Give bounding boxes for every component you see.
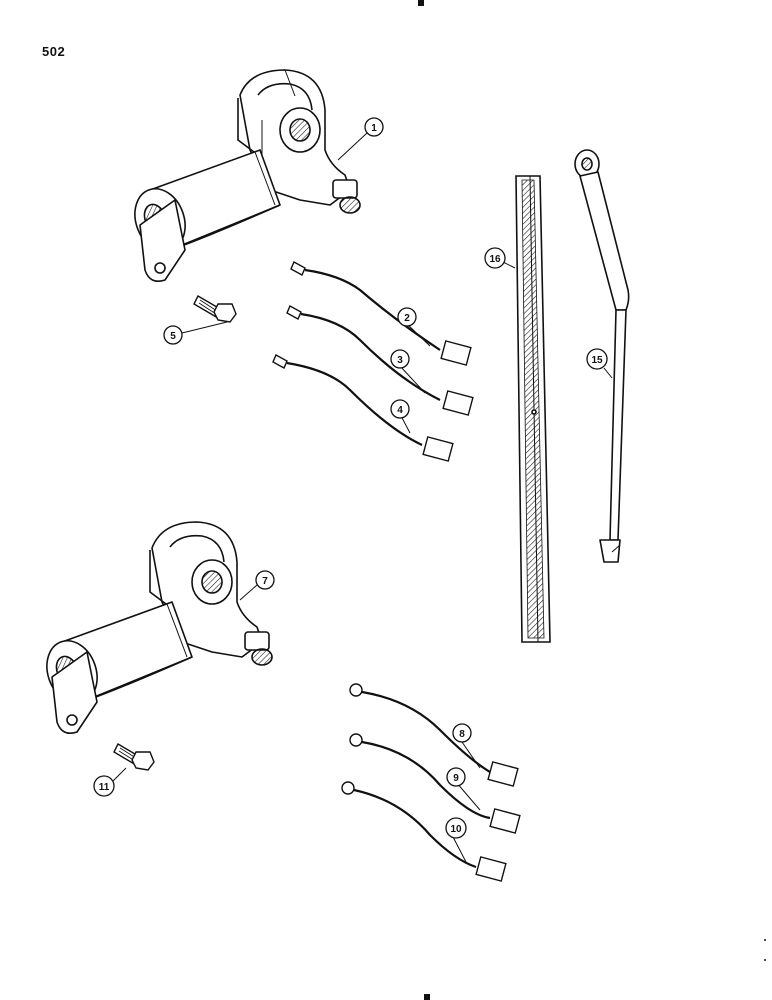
bolt-upper xyxy=(193,295,237,323)
svg-text:16: 16 xyxy=(489,254,501,265)
svg-text:11: 11 xyxy=(99,782,110,793)
callout-5: 5 xyxy=(163,325,183,345)
callout-1: 1 xyxy=(364,117,384,137)
svg-text:9: 9 xyxy=(453,773,459,784)
svg-text:1: 1 xyxy=(371,123,377,134)
page-edge-mark xyxy=(418,0,424,6)
callout-7: 7 xyxy=(255,570,275,590)
wire-harness-2 xyxy=(290,261,472,366)
page-number: 502 xyxy=(42,44,66,59)
wiper-motor-upper xyxy=(134,69,361,283)
svg-text:2: 2 xyxy=(404,313,410,324)
leader-lines xyxy=(111,132,613,863)
svg-text:8: 8 xyxy=(459,729,465,740)
svg-text:10: 10 xyxy=(450,824,462,835)
callout-2: 2 xyxy=(397,307,417,327)
wiper-blade xyxy=(515,175,551,643)
wiper-arm xyxy=(574,149,630,563)
callout-3: 3 xyxy=(390,349,410,369)
scan-speck xyxy=(764,959,766,961)
callout-10: 10 xyxy=(445,817,467,839)
callout-8: 8 xyxy=(452,723,472,743)
callout-9: 9 xyxy=(446,767,466,787)
callout-11: 11 xyxy=(93,775,115,797)
callout-15: 15 xyxy=(586,348,608,370)
scan-speck xyxy=(764,939,766,941)
bolt-lower xyxy=(113,743,155,771)
page-edge-mark-bottom xyxy=(424,994,430,1000)
callout-16: 16 xyxy=(484,247,506,269)
wire-harness-3 xyxy=(286,305,474,416)
wire-harness-9 xyxy=(349,733,521,834)
svg-text:4: 4 xyxy=(397,405,403,416)
svg-text:3: 3 xyxy=(397,355,403,366)
wire-harness-4 xyxy=(272,354,454,462)
svg-text:15: 15 xyxy=(591,355,603,366)
svg-text:5: 5 xyxy=(170,331,176,342)
wire-harness-8 xyxy=(349,683,519,787)
wiper-motor-lower xyxy=(46,521,273,735)
callout-4: 4 xyxy=(390,399,410,419)
svg-text:7: 7 xyxy=(262,576,268,587)
wire-harness-10 xyxy=(341,781,507,882)
